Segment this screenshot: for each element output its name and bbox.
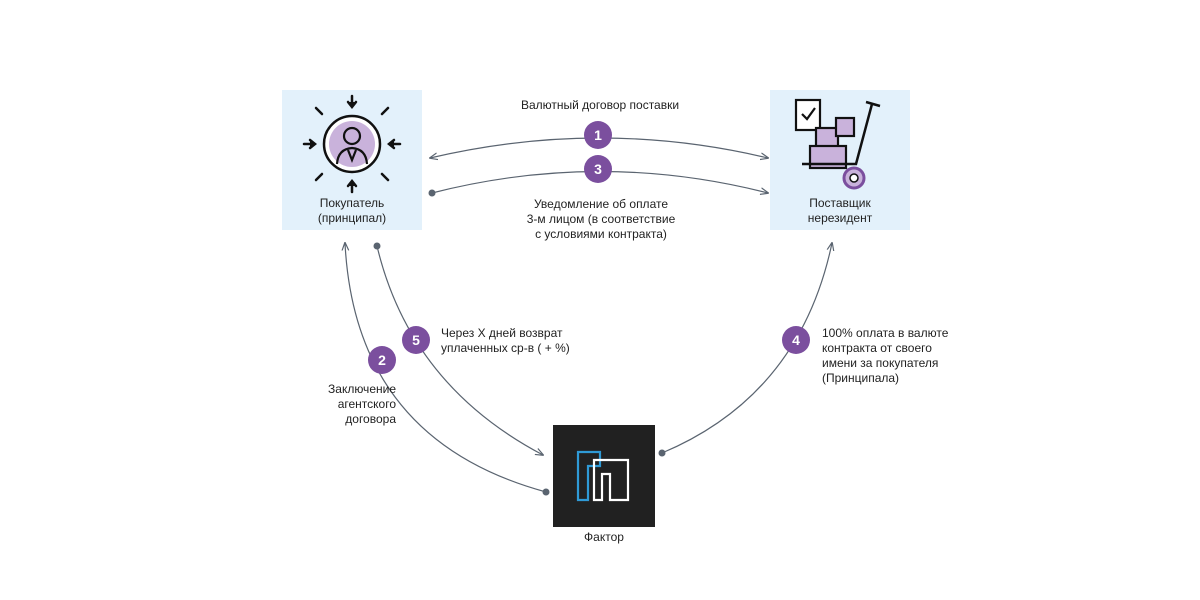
connector-step-5 — [376, 245, 543, 455]
step-2-badge: 2 — [368, 346, 396, 374]
connector-step-4 — [661, 243, 832, 454]
step-5-text: Через Х дней возврат уплаченных ср-в ( +… — [441, 326, 570, 355]
step-1-text: Валютный договор поставки — [520, 98, 680, 112]
factor-label: Фактор — [584, 530, 624, 544]
connector-step-5-start-dot — [373, 242, 381, 250]
step-3-text: Уведомление об оплате 3-м лицом (в соотв… — [526, 197, 676, 241]
step-5-badge: 5 — [402, 326, 430, 354]
connector-step-2 — [345, 243, 547, 493]
factor-logo-icon — [574, 448, 634, 509]
connector-step-4-start-dot — [658, 449, 666, 457]
step-3-badge: 3 — [584, 155, 612, 183]
factor-node — [553, 425, 655, 527]
buyer-label: Покупатель (принципал) — [317, 196, 387, 225]
connector-step-2-start-dot — [542, 488, 550, 496]
supplier-label: Поставщик нерезидент — [807, 196, 873, 225]
person-with-inward-arrows-icon — [302, 94, 402, 199]
connector-step-3-start-dot — [428, 189, 436, 197]
step-4-badge: 4 — [782, 326, 810, 354]
step-1-badge: 1 — [584, 121, 612, 149]
hand-truck-with-document-icon — [788, 94, 888, 199]
step-2-text: Заключение агентского договора — [328, 382, 396, 426]
step-4-text: 100% оплата в валюте контракта от своего… — [822, 326, 949, 385]
